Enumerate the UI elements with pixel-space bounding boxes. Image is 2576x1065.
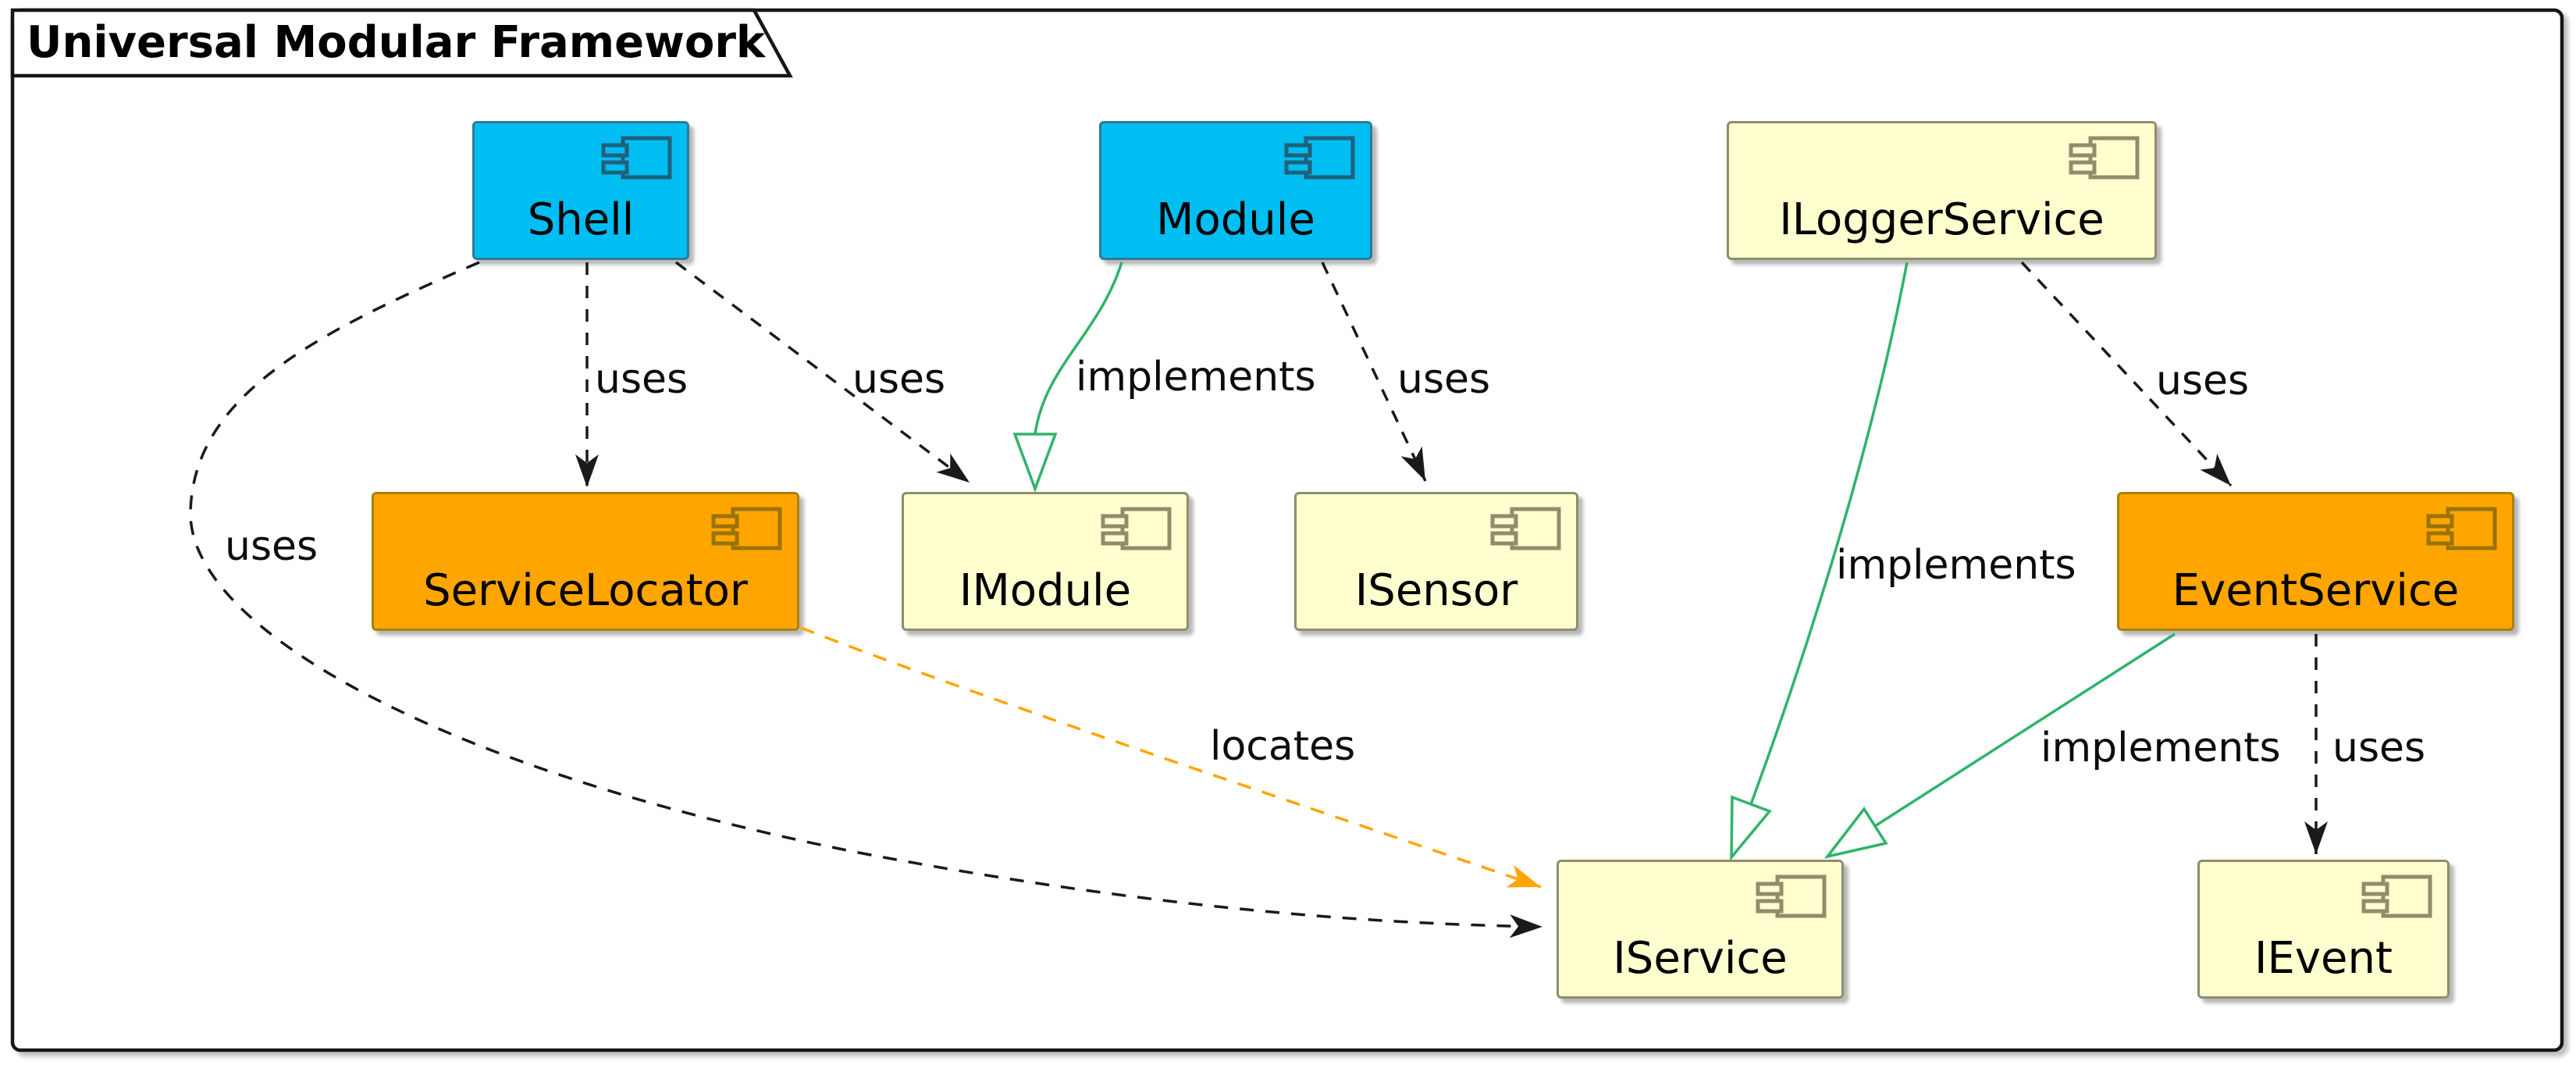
component-ievent: IEvent — [2197, 860, 2450, 999]
edge-label-implements: implements — [1076, 354, 1316, 401]
edge-label-uses: uses — [225, 523, 318, 570]
component-eventservice: EventService — [2117, 492, 2514, 631]
component-label: ServiceLocator — [423, 565, 748, 616]
component-isensor: ISensor — [1294, 492, 1578, 631]
component-iloggerservice: ILoggerService — [1727, 121, 2157, 260]
component-imodule: IModule — [902, 492, 1189, 631]
component-label: EventService — [2172, 565, 2460, 616]
edge-label-uses: uses — [2156, 358, 2250, 404]
component-icon — [601, 136, 672, 180]
component-module: Module — [1099, 121, 1372, 260]
edge-label-locates: locates — [1210, 723, 1356, 770]
component-icon — [2069, 136, 2140, 180]
component-icon — [1490, 507, 1561, 550]
component-iservice: IService — [1557, 860, 1844, 999]
component-label: IEvent — [2254, 932, 2393, 984]
edge-label-implements: implements — [2041, 725, 2281, 771]
edge-label-uses: uses — [852, 356, 946, 403]
edge-label-implements: implements — [1836, 542, 2076, 589]
component-servicelocator: ServiceLocator — [372, 492, 799, 631]
component-label: IService — [1613, 932, 1788, 984]
component-icon — [2361, 874, 2432, 918]
component-icon — [711, 507, 782, 550]
edge-label-uses: uses — [595, 356, 688, 403]
component-label: ISensor — [1354, 565, 1518, 616]
component-icon — [1756, 874, 1827, 918]
component-label: Shell — [527, 194, 635, 245]
frame-title: Universal Modular Framework — [27, 17, 766, 68]
edge-label-uses: uses — [1397, 356, 1491, 403]
component-icon — [2426, 507, 2497, 550]
component-label: ILoggerService — [1779, 194, 2105, 245]
frame-title-tab — [10, 8, 793, 78]
component-icon — [1101, 507, 1172, 550]
component-label: IModule — [959, 565, 1132, 616]
component-icon — [1284, 136, 1355, 180]
component-label: Module — [1156, 194, 1315, 245]
edge-label-uses: uses — [2332, 725, 2426, 771]
component-shell: Shell — [472, 121, 689, 260]
